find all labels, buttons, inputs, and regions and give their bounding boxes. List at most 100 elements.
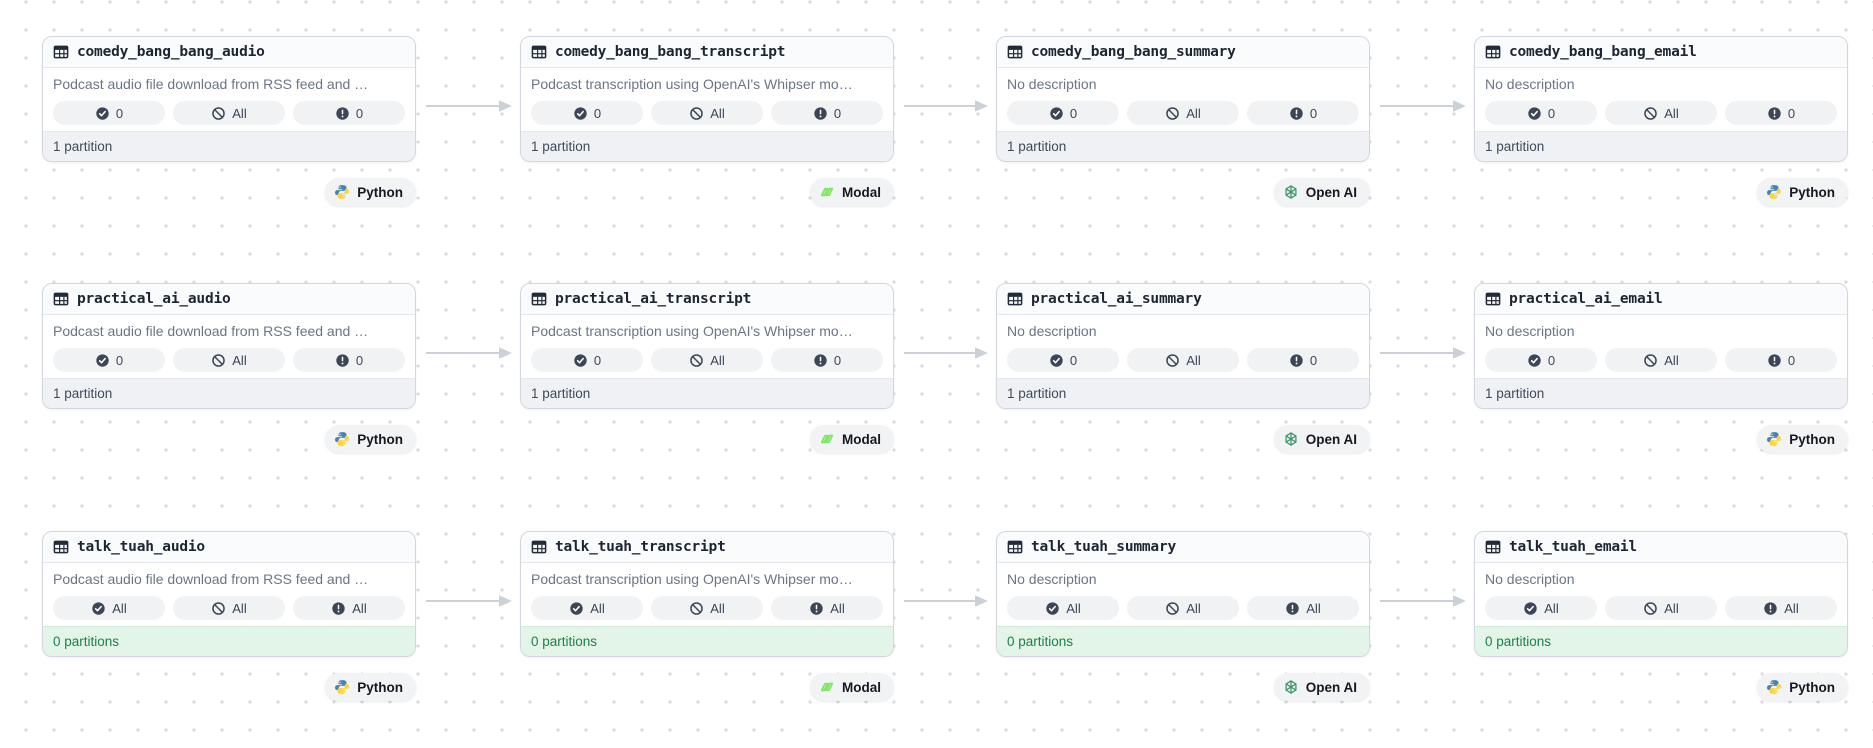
materialized-count: 0 [115,105,124,121]
missing-badge[interactable]: All [651,596,763,620]
kind-tag-label: Open AI [1305,679,1357,695]
asset-description: No description [1485,76,1575,92]
materialized-check-icon [96,353,109,367]
failed-badge[interactable]: 0 [1725,101,1837,125]
modal-icon [820,187,834,197]
asset-card-header: comedy_bang_bang_email [1475,37,1847,68]
missing-badge[interactable]: All [651,101,763,125]
lineage-edge-arrow [1380,347,1466,359]
kind-tag-python[interactable]: Python [1757,178,1848,206]
asset-status-badges: 0 All 0 [1007,101,1359,125]
kind-tag-python[interactable]: Python [325,673,416,701]
failed-badge[interactable]: 0 [771,348,883,372]
materialized-count: All [590,600,605,616]
failed-count: 0 [1309,352,1318,368]
table-asset-icon [1485,44,1501,60]
materialized-badge[interactable]: 0 [1485,101,1597,125]
asset-card-comedy_bang_bang_transcript[interactable]: comedy_bang_bang_transcript Podcast tran… [520,36,894,162]
partition-footer: 1 partition [1475,131,1847,161]
missing-badge[interactable]: All [1127,596,1239,620]
materialized-badge[interactable]: All [1485,596,1597,620]
materialized-badge[interactable]: 0 [1007,348,1119,372]
failed-badge[interactable]: 0 [1247,348,1359,372]
asset-card-practical_ai_email[interactable]: practical_ai_email No description 0 All … [1474,283,1848,409]
asset-card-talk_tuah_audio[interactable]: talk_tuah_audio Podcast audio file downl… [42,531,416,657]
materialized-check-icon [96,106,109,120]
kind-tag-label: Python [1789,184,1835,200]
materialized-badge[interactable]: 0 [1485,348,1597,372]
missing-badge[interactable]: All [1605,348,1717,372]
failed-badge[interactable]: All [293,596,405,620]
asset-status-badges: 0 All 0 [53,101,405,125]
materialized-badge[interactable]: All [531,596,643,620]
asset-description: No description [1007,571,1097,587]
failed-badge[interactable]: All [1725,596,1837,620]
asset-card-comedy_bang_bang_audio[interactable]: comedy_bang_bang_audio Podcast audio fil… [42,36,416,162]
asset-card-practical_ai_summary[interactable]: practical_ai_summary No description 0 Al… [996,283,1370,409]
asset-card-practical_ai_audio[interactable]: practical_ai_audio Podcast audio file do… [42,283,416,409]
lineage-edge-arrow [904,595,988,607]
table-asset-icon [531,44,547,60]
python-icon [335,680,350,694]
materialized-badge[interactable]: 0 [531,348,643,372]
asset-name: comedy_bang_bang_audio [77,44,265,60]
asset-status-badges: 0 All 0 [531,101,883,125]
partition-footer: 1 partition [997,378,1369,408]
missing-badge[interactable]: All [173,101,285,125]
partition-footer: 0 partitions [1475,626,1847,656]
materialized-check-icon [92,601,105,615]
partition-footer: 1 partition [521,378,893,408]
failed-badge[interactable]: 0 [1725,348,1837,372]
asset-card-talk_tuah_summary[interactable]: talk_tuah_summary No description All All… [996,531,1370,657]
partition-footer: 0 partitions [43,626,415,656]
failed-badge[interactable]: 0 [293,348,405,372]
table-asset-icon [1007,44,1023,60]
missing-badge[interactable]: All [1605,101,1717,125]
kind-tag-modal[interactable]: Modal [810,425,894,453]
asset-card-talk_tuah_transcript[interactable]: talk_tuah_transcript Podcast transcripti… [520,531,894,657]
asset-description: No description [1485,323,1575,339]
kind-tag-python[interactable]: Python [1757,673,1848,701]
kind-tag-python[interactable]: Python [325,425,416,453]
asset-description: No description [1007,323,1097,339]
materialized-badge[interactable]: All [1007,596,1119,620]
asset-card-practical_ai_transcript[interactable]: practical_ai_transcript Podcast transcri… [520,283,894,409]
materialized-count: 0 [1069,352,1078,368]
asset-card-header: talk_tuah_email [1475,532,1847,563]
failed-badge[interactable]: All [771,596,883,620]
asset-card-talk_tuah_email[interactable]: talk_tuah_email No description All All A… [1474,531,1848,657]
kind-tag-modal[interactable]: Modal [810,673,894,701]
asset-status-badges: 0 All 0 [53,348,405,372]
kind-tag-python[interactable]: Python [1757,425,1848,453]
missing-count: All [232,352,247,368]
asset-card-comedy_bang_bang_email[interactable]: comedy_bang_bang_email No description 0 … [1474,36,1848,162]
kind-tag-modal[interactable]: Modal [810,178,894,206]
missing-count: All [1186,105,1201,121]
missing-count: All [1186,600,1201,616]
materialized-badge[interactable]: 0 [53,348,165,372]
kind-tag-openai[interactable]: Open AI [1273,673,1370,701]
failed-badge[interactable]: 0 [1247,101,1359,125]
missing-badge[interactable]: All [1127,101,1239,125]
failed-alert-icon [1768,106,1781,120]
missing-badge[interactable]: All [1127,348,1239,372]
failed-badge[interactable]: All [1247,596,1359,620]
missing-badge[interactable]: All [173,348,285,372]
asset-card-comedy_bang_bang_summary[interactable]: comedy_bang_bang_summary No description … [996,36,1370,162]
missing-badge[interactable]: All [651,348,763,372]
missing-badge[interactable]: All [1605,596,1717,620]
materialized-badge[interactable]: 0 [1007,101,1119,125]
missing-slash-icon [1166,601,1180,615]
kind-tag-openai[interactable]: Open AI [1273,178,1370,206]
failed-badge[interactable]: 0 [293,101,405,125]
missing-badge[interactable]: All [173,596,285,620]
kind-tag-python[interactable]: Python [325,178,416,206]
python-icon [1767,432,1782,446]
materialized-badge[interactable]: All [53,596,165,620]
failed-badge[interactable]: 0 [771,101,883,125]
kind-tag-openai[interactable]: Open AI [1273,425,1370,453]
materialized-badge[interactable]: 0 [531,101,643,125]
asset-card-header: comedy_bang_bang_audio [43,37,415,68]
materialized-badge[interactable]: 0 [53,101,165,125]
